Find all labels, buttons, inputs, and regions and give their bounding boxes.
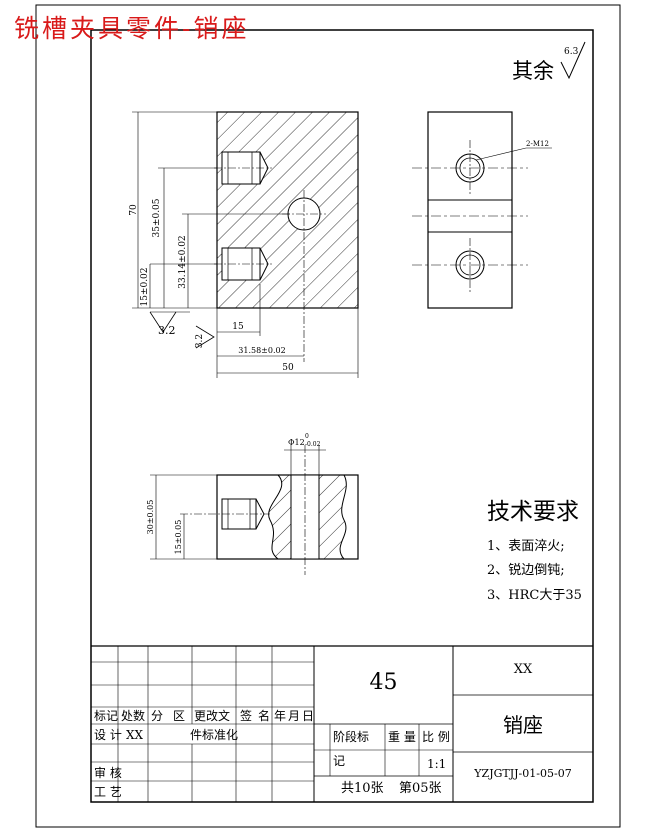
- scale-value: 1:1: [427, 757, 447, 771]
- bore-tol-upper: 0: [305, 433, 309, 440]
- stage-mark-label-2: 记: [333, 754, 346, 768]
- dim-overall-height: 70: [129, 204, 139, 216]
- rev-header-area: 区: [173, 709, 186, 723]
- section-view: [150, 445, 359, 575]
- dim-width: 50: [282, 363, 294, 373]
- dim-section-height: 30±0.05: [146, 500, 155, 535]
- material-value: 45: [369, 670, 398, 695]
- dim-section-hole: 15±0.05: [174, 520, 183, 555]
- roughness-symbol: [560, 41, 586, 80]
- company-name: XX: [513, 662, 533, 677]
- total-sheets: 共10张: [341, 781, 384, 796]
- outer-border: [35, 4, 621, 828]
- rev-header-name: 名: [258, 709, 271, 723]
- bore-tol-lower: -0.02: [305, 441, 321, 448]
- requirement-item-1: 1、表面淬火;: [487, 539, 565, 554]
- designer-name: XX: [126, 728, 144, 742]
- roughness-bottom-value: 3.2: [195, 334, 205, 348]
- bore-callout: Φ12: [288, 438, 305, 447]
- roughness-left-value: 3.2: [158, 324, 176, 337]
- row-process-label: 工 艺: [94, 785, 122, 799]
- drawing-number: YZJGTJJ-01-05-07: [474, 767, 572, 780]
- dim-hole-between: 33.14±0.02: [178, 235, 188, 288]
- rev-header-year: 年: [274, 709, 287, 723]
- thread-callout: 2-M12: [526, 140, 549, 148]
- surface-finish-label: 其余: [512, 59, 554, 83]
- dim-hole-upper: 35±0.05: [152, 198, 162, 237]
- rev-header-mark: 标记: [94, 709, 119, 723]
- side-view: [412, 111, 552, 309]
- drawing-frame: [90, 29, 594, 803]
- stage-mark-label: 阶段标: [333, 730, 370, 744]
- standardization-label: 件标准化: [190, 728, 239, 742]
- requirement-item-3: 3、HRC大于35: [487, 588, 582, 603]
- row-review-label: 审 核: [94, 766, 122, 780]
- rev-header-month: 月: [288, 709, 301, 723]
- sheet-number: 第05张: [399, 781, 442, 796]
- dim-depth: 15: [232, 322, 244, 332]
- dim-center-offset: 31.58±0.02: [238, 346, 285, 355]
- ratio-label: 比 例: [422, 730, 450, 744]
- rev-header-zone: 分: [151, 709, 164, 723]
- dim-hole-lower: 15±0.02: [140, 267, 150, 306]
- row-design-label: 设 计: [94, 728, 122, 742]
- weight-label: 重 量: [388, 730, 416, 744]
- requirement-item-2: 2、锐边倒钝;: [487, 563, 565, 578]
- rev-header-count: 处数: [121, 709, 146, 723]
- rev-header-change: 更改文: [194, 709, 231, 723]
- surface-finish-value: 6.3: [564, 47, 579, 57]
- document-title: 铣槽夹具零件-销座: [14, 14, 250, 43]
- rev-header-day: 日: [302, 709, 315, 723]
- requirements-heading: 技术要求: [487, 499, 579, 525]
- title-block: [91, 645, 593, 802]
- rev-header-sign: 签: [240, 709, 253, 723]
- part-name: 销座: [503, 713, 543, 737]
- front-view: [132, 111, 359, 378]
